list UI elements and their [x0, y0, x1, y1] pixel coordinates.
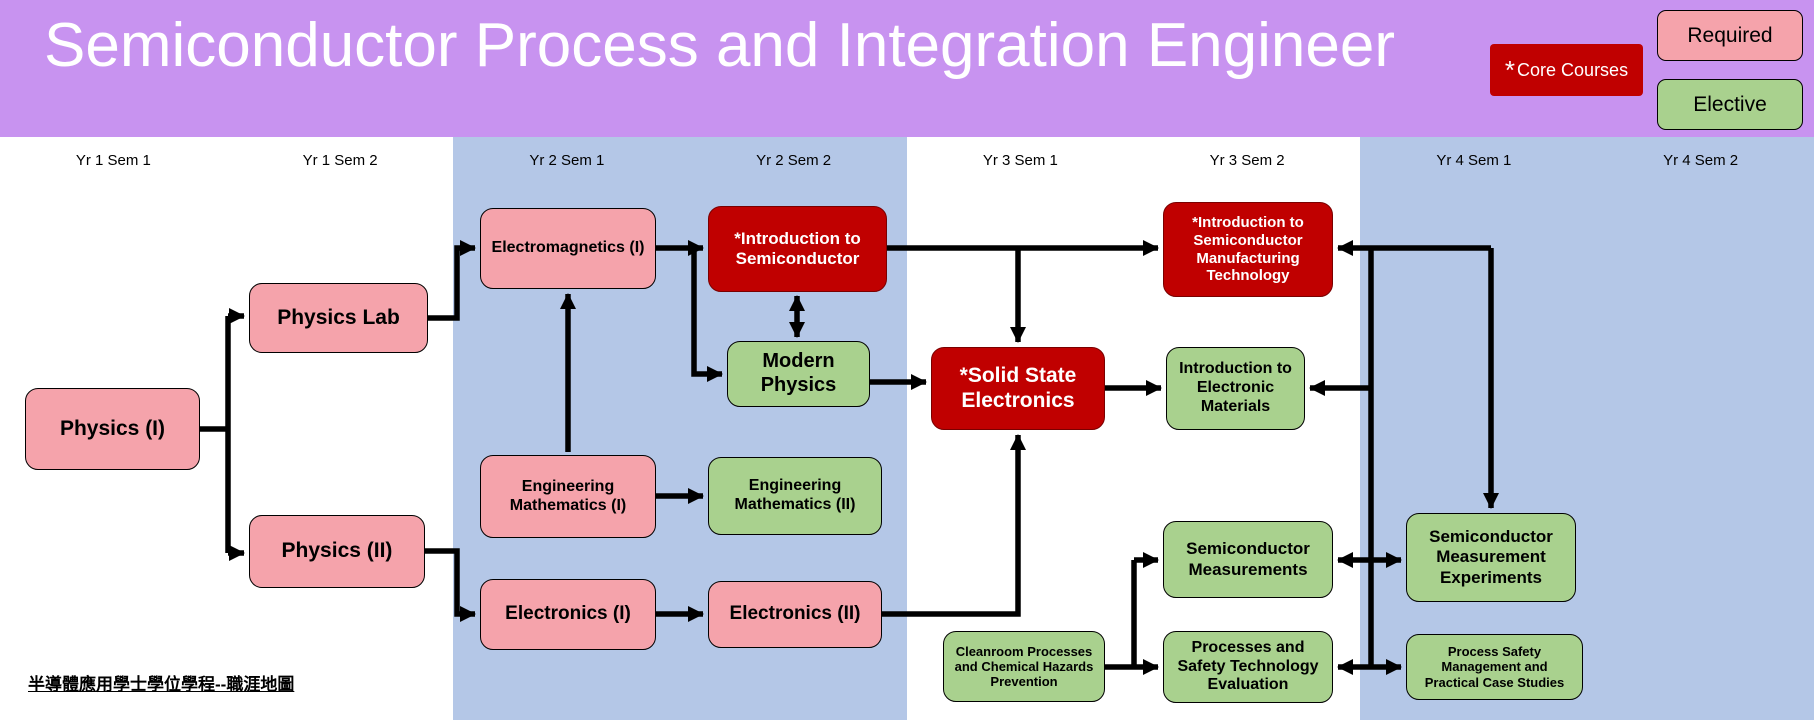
- course-engineering-mathematics-ii: Engineering Mathematics (II): [708, 457, 882, 535]
- course-physics-lab: Physics Lab: [249, 283, 428, 353]
- page-title: Semiconductor Process and Integration En…: [44, 11, 1396, 80]
- course-processes-safety-technology-evaluation: Processes and Safety Technology Evaluati…: [1163, 631, 1333, 703]
- year4-background-band: [1360, 137, 1814, 720]
- semester-label: Yr 4 Sem 1: [1436, 152, 1512, 169]
- course-semiconductor-measurements: Semiconductor Measurements: [1163, 521, 1333, 598]
- semester-label: Yr 3 Sem 2: [1209, 152, 1285, 169]
- course-electronics-i: Electronics (I): [480, 579, 656, 650]
- semester-label: Yr 2 Sem 1: [529, 152, 605, 169]
- course-semiconductor-measurement-experiments: Semiconductor Measurement Experiments: [1406, 513, 1576, 602]
- course-introduction-to-electronic-materials: Introduction to Electronic Materials: [1166, 347, 1305, 430]
- course-modern-physics: Modern Physics: [727, 341, 870, 407]
- course-solid-state-electronics: *Solid State Electronics: [931, 347, 1105, 430]
- course-physics-i: Physics (I): [25, 388, 200, 470]
- semester-label: Yr 2 Sem 2: [756, 152, 832, 169]
- semester-label: Yr 1 Sem 2: [302, 152, 378, 169]
- course-cleanroom-processes: Cleanroom Processes and Chemical Hazards…: [943, 631, 1105, 702]
- semester-label: Yr 1 Sem 1: [75, 152, 151, 169]
- course-physics-ii: Physics (II): [249, 515, 425, 588]
- program-caption: 半導體應用學士學位學程--職涯地圖: [28, 675, 295, 694]
- semester-label: Yr 4 Sem 2: [1663, 152, 1739, 169]
- legend-elective: Elective: [1657, 79, 1803, 130]
- asterisk-icon: *: [1504, 55, 1516, 85]
- course-electromagnetics-i: Electromagnetics (I): [480, 208, 656, 289]
- course-semiconductor-manufacturing-technology: *Introduction to Semiconductor Manufactu…: [1163, 202, 1333, 297]
- semester-header-row: Yr 1 Sem 1 Yr 1 Sem 2 Yr 2 Sem 1 Yr 2 Se…: [0, 152, 1814, 169]
- course-introduction-to-semiconductor: *Introduction to Semiconductor: [708, 206, 887, 292]
- course-electronics-ii: Electronics (II): [708, 581, 882, 648]
- course-process-safety-management: Process Safety Management and Practical …: [1406, 634, 1583, 700]
- semester-label: Yr 3 Sem 1: [982, 152, 1058, 169]
- legend-core-courses: * Core Courses: [1490, 44, 1643, 96]
- legend-core-label: Core Courses: [1517, 59, 1629, 80]
- legend-required: Required: [1657, 10, 1803, 61]
- course-engineering-mathematics-i: Engineering Mathematics (I): [480, 455, 656, 538]
